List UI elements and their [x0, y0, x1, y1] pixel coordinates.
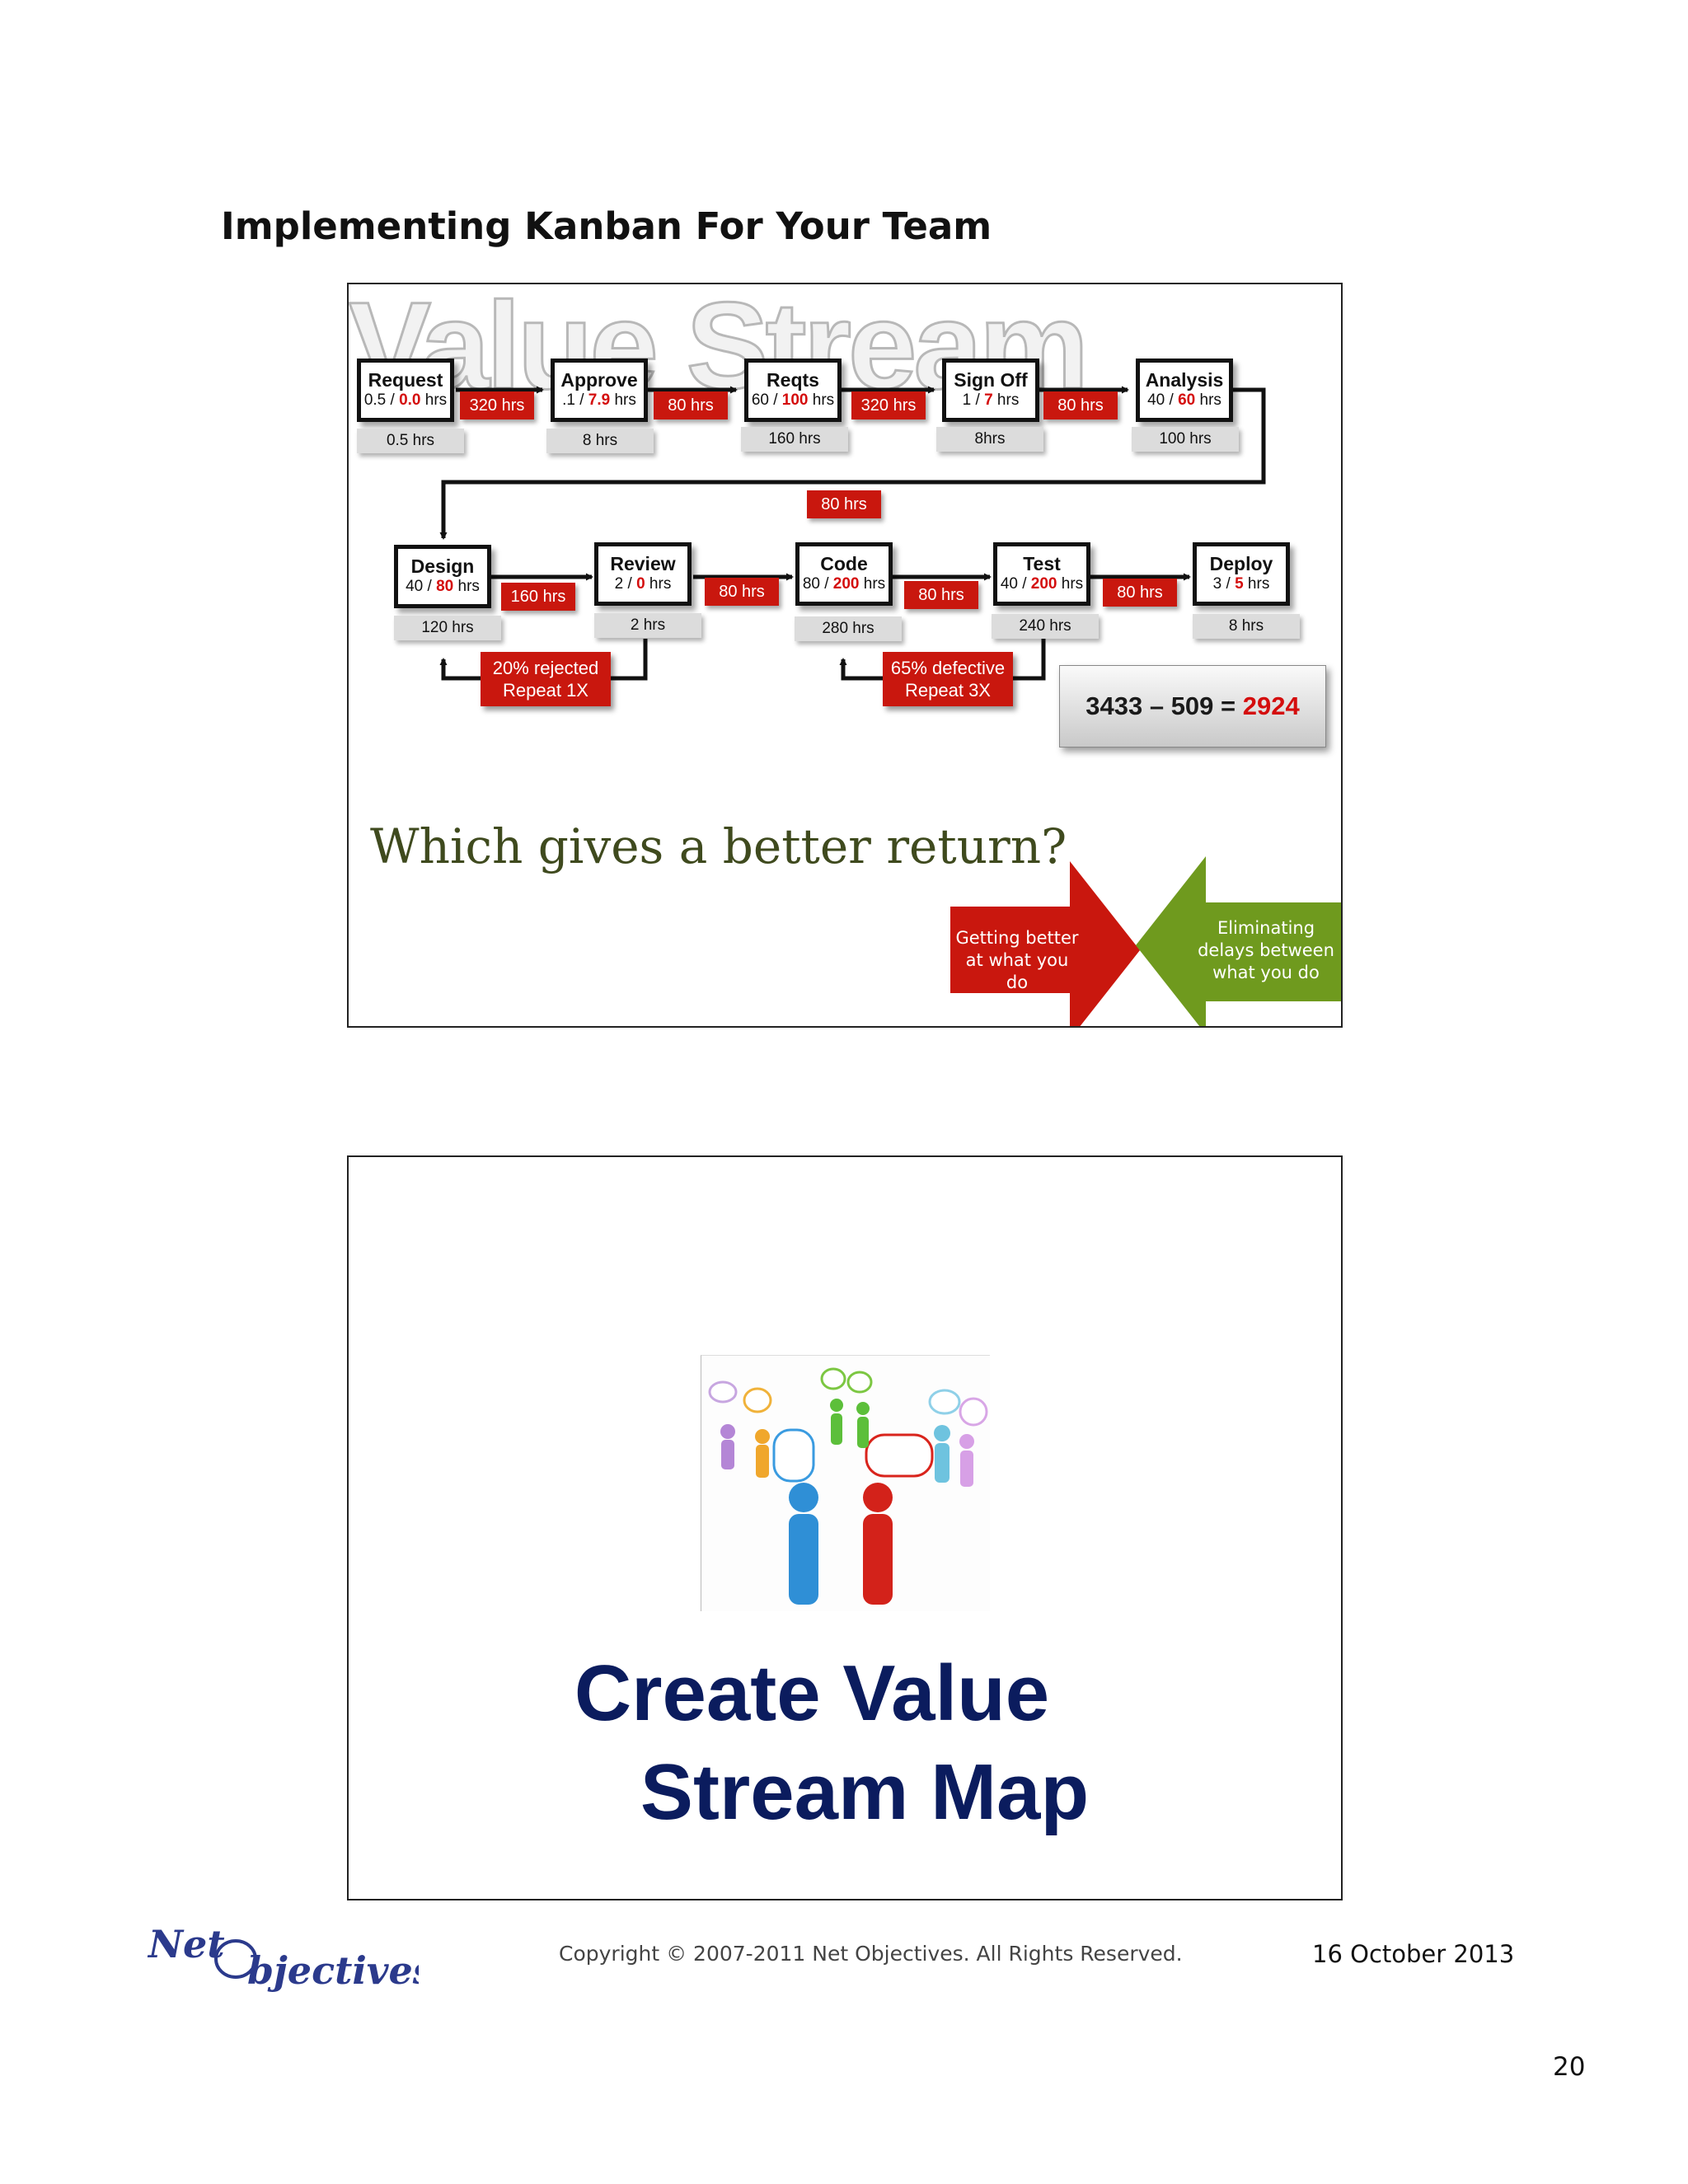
wait-time: 80 hrs [1043, 391, 1118, 419]
step-total: 2 hrs [594, 613, 701, 638]
step-name: Reqts [767, 369, 819, 391]
wait-time: 160 hrs [501, 583, 575, 611]
step-time: 2 / 0 hrs [614, 575, 672, 593]
page-heading: Implementing Kanban For Your Team [221, 204, 992, 248]
wait-time: 80 hrs [1103, 579, 1177, 607]
people-talking-illustration [701, 1355, 990, 1611]
step-time: 40 / 60 hrs [1147, 391, 1221, 409]
process-step-sign-off: Sign Off 1 / 7 hrs [942, 359, 1039, 422]
net-objectives-logo: Net bjectives [147, 1922, 419, 1993]
step-time: 3 / 5 hrs [1212, 575, 1270, 593]
svg-text:Net: Net [147, 1922, 225, 1966]
step-time: 80 / 200 hrs [802, 575, 886, 593]
step-name: Review [610, 553, 676, 574]
step-name: Request [368, 369, 443, 391]
step-time: 40 / 200 hrs [1000, 575, 1084, 593]
wait-time: 80 hrs [705, 578, 779, 606]
process-step-analysis: Analysis 40 / 60 hrs [1136, 359, 1233, 422]
create-map-slide: Create Value Stream Map [347, 1155, 1343, 1900]
step-name: Code [820, 553, 868, 574]
step-name: Analysis [1145, 369, 1224, 391]
step-total: 280 hrs [795, 616, 902, 641]
step-name: Deploy [1209, 553, 1273, 574]
step-total: 8 hrs [546, 429, 654, 453]
step-total: 8 hrs [1193, 614, 1300, 639]
process-step-request: Request 0.5 / 0.0 hrs [357, 359, 454, 422]
page-number: 20 [1553, 2052, 1586, 2082]
process-step-design: Design 40 / 80 hrs [394, 545, 491, 608]
step-time: 40 / 80 hrs [406, 578, 480, 595]
value-stream-slide: Value Stream Request 0.5 / 0.0 hrs Appro… [347, 283, 1343, 1028]
slide-title-line2: Stream Map [640, 1748, 1090, 1836]
step-total: 8hrs [936, 427, 1043, 452]
wait-time: 80 hrs [654, 391, 728, 419]
step-time: .1 / 7.9 hrs [562, 391, 636, 409]
process-step-deploy: Deploy 3 / 5 hrs [1193, 542, 1290, 606]
step-total: 240 hrs [992, 614, 1099, 639]
wait-time: 320 hrs [460, 391, 534, 419]
process-step-approve: Approve .1 / 7.9 hrs [551, 359, 648, 422]
process-step-reqts: Reqts 60 / 100 hrs [744, 359, 842, 422]
process-step-test: Test 40 / 200 hrs [993, 542, 1090, 606]
step-time: 0.5 / 0.0 hrs [363, 391, 448, 409]
step-total: 120 hrs [394, 616, 501, 640]
step-total: 160 hrs [741, 427, 848, 452]
step-name: Design [410, 555, 475, 577]
step-total: 0.5 hrs [357, 429, 464, 453]
step-name: Test [1023, 553, 1061, 574]
step-name: Approve [560, 369, 638, 391]
process-step-code: Code 80 / 200 hrs [795, 542, 893, 606]
step-total: 100 hrs [1132, 427, 1239, 452]
step-time: 60 / 100 hrs [751, 391, 835, 409]
calculation-box: 3433 – 509 = 2924 [1059, 665, 1326, 748]
slide-title-line1: Create Value [574, 1649, 1050, 1737]
svg-text:bjectives: bjectives [247, 1948, 419, 1993]
wait-time: 320 hrs [851, 391, 926, 419]
copyright-notice: Copyright © 2007-2011 Net Objectives. Al… [559, 1942, 1183, 1966]
wait-time: 80 hrs [807, 490, 881, 518]
document-date: 16 October 2013 [1312, 1940, 1515, 1968]
step-time: 1 / 7 hrs [962, 391, 1020, 409]
process-step-review: Review 2 / 0 hrs [594, 542, 692, 606]
slide-question: Which gives a better return? [370, 818, 1067, 874]
step-name: Sign Off [954, 369, 1028, 391]
wait-time: 80 hrs [904, 581, 978, 609]
